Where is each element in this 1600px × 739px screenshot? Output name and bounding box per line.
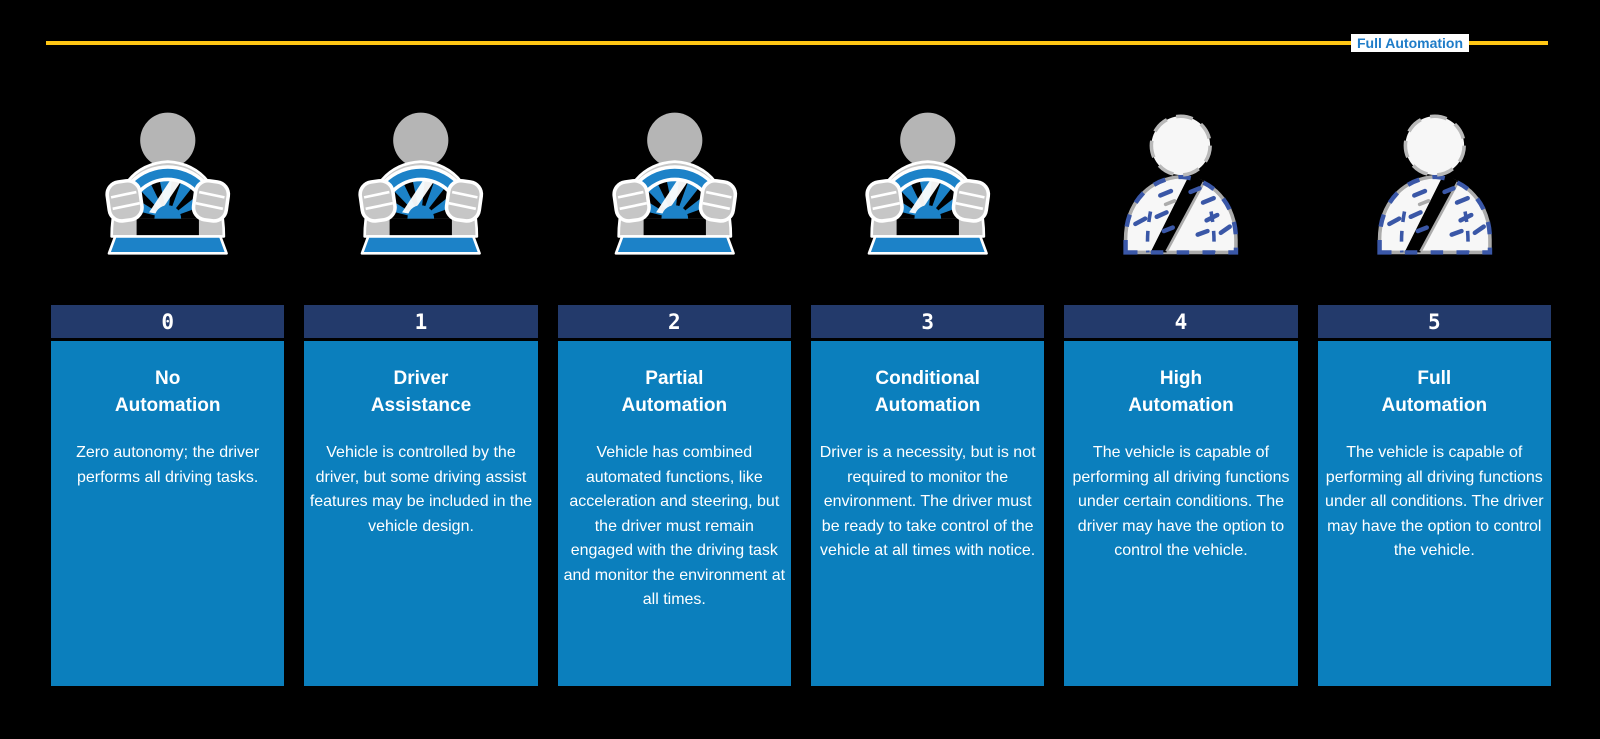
level-card: 1 Driver Assistance Vehicle is controlle… [304,305,538,686]
level-number-header: 3 [810,305,1045,338]
level-column-1: 1 Driver Assistance Vehicle is controlle… [304,110,538,686]
level-number-header: 1 [304,305,538,338]
level-number-header: 5 [1317,305,1551,338]
level-title: No Automation [114,368,221,416]
level-card: 3 Conditional Automation Driver is a nec… [810,305,1045,686]
level-column-4: 4 High Automation The vehicle is capable… [1064,110,1298,686]
level-column-2: 2 Partial Automation Vehicle has combine… [557,110,791,686]
level-card-body: Partial Automation Vehicle has combined … [557,341,791,686]
level-title: Driver Assistance [370,368,472,416]
level-card-body: Full Automation The vehicle is capable o… [1317,341,1551,686]
level-column-3: 3 Conditional Automation Driver is a nec… [810,110,1045,686]
levels-row: 0 No Automation Zero autonomy; the drive… [51,110,1551,686]
hands-free-passenger-icon [1368,110,1502,256]
level-0-icon-wrap [101,110,235,256]
driver-at-wheel-icon [863,110,992,256]
level-card: 0 No Automation Zero autonomy; the drive… [51,305,285,686]
level-title: Full Automation [1381,368,1488,416]
level-3-icon-wrap [861,110,995,256]
level-column-5: 5 Full Automation The vehicle is capable… [1317,110,1551,686]
level-card-body: Conditional Automation Driver is a neces… [810,341,1045,686]
driver-at-wheel-icon [610,110,739,256]
driver-at-wheel-icon [103,110,232,256]
level-title: High Automation [1128,368,1234,416]
level-5-icon-wrap [1368,110,1502,256]
level-title: Conditional Automation [874,368,981,416]
level-column-0: 0 No Automation Zero autonomy; the drive… [51,110,285,686]
hands-free-passenger-icon [1114,110,1248,256]
level-title: Partial Automation [621,368,728,416]
level-number-header: 0 [51,305,285,338]
timeline-label: Full Automation [1351,34,1470,52]
level-description: Zero autonomy; the driver performs all d… [76,444,260,486]
level-description: The vehicle is capable of performing all… [1325,444,1544,559]
driver-at-wheel-icon [356,110,485,256]
level-4-icon-wrap [1114,110,1248,256]
level-card: 2 Partial Automation Vehicle has combine… [557,305,791,686]
level-card-body: No Automation Zero autonomy; the driver … [51,341,285,686]
level-2-icon-wrap [608,110,742,256]
level-description: Vehicle has combined automated functions… [563,444,786,608]
level-card: 5 Full Automation The vehicle is capable… [1317,305,1551,686]
level-1-icon-wrap [354,110,488,256]
level-description: Vehicle is controlled by the driver, but… [309,444,533,535]
level-card-body: Driver Assistance Vehicle is controlled … [304,341,538,686]
level-card-body: High Automation The vehicle is capable o… [1064,341,1298,686]
level-number-header: 4 [1064,305,1298,338]
level-card: 4 High Automation The vehicle is capable… [1064,305,1298,686]
level-description: Driver is a necessity, but is not requir… [819,444,1036,559]
level-description: The vehicle is capable of performing all… [1072,444,1290,559]
timeline-line [46,41,1548,45]
level-number-header: 2 [557,305,791,338]
